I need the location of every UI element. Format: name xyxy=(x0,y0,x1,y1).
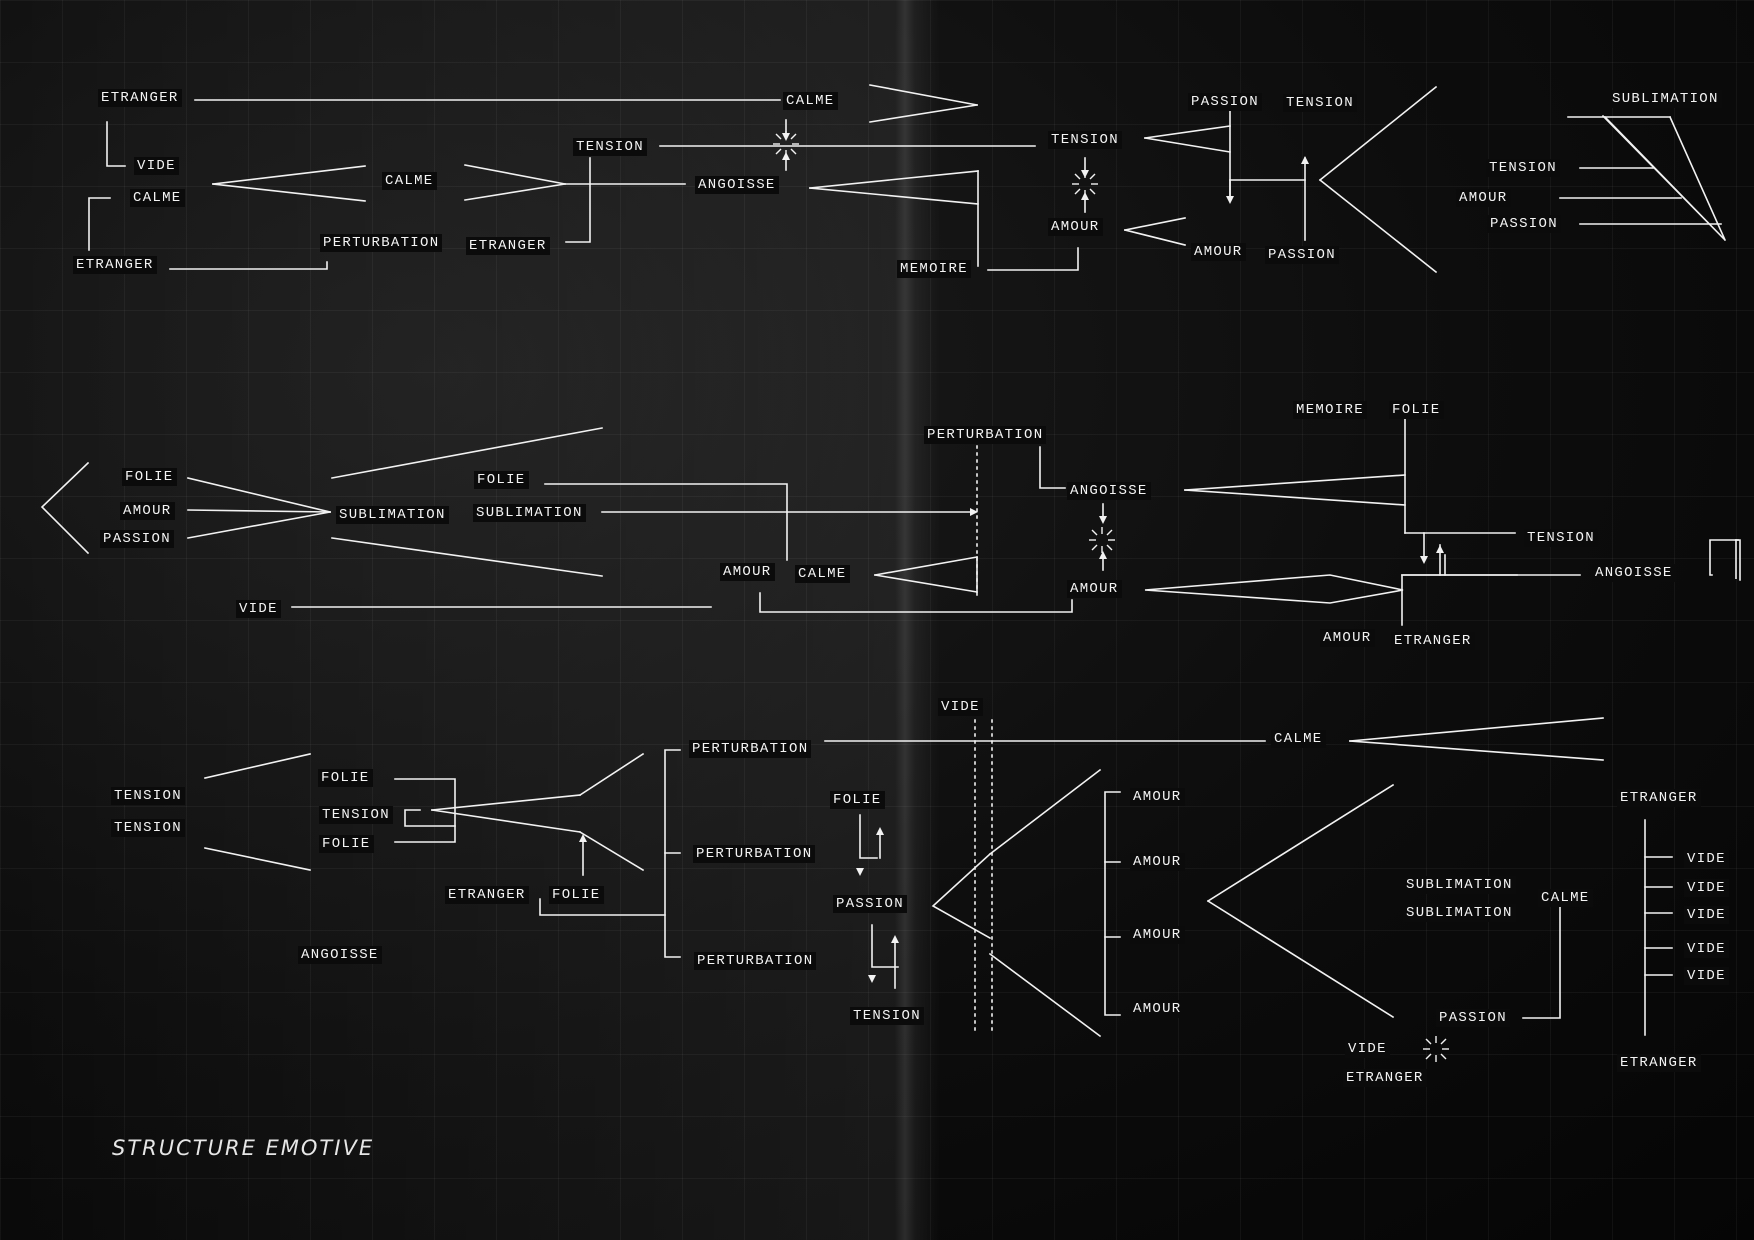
node-label: PERTURBATION xyxy=(693,845,816,863)
node-label: ANGOISSE xyxy=(1067,482,1151,500)
node-label: PASSION xyxy=(1487,215,1561,233)
node-label: VIDE xyxy=(1345,1040,1390,1058)
node-label: CALME xyxy=(382,172,437,190)
node-label: CALME xyxy=(783,92,838,110)
node-label: CALME xyxy=(130,189,185,207)
node-label: CALME xyxy=(1271,730,1326,748)
node-label: CALME xyxy=(795,565,850,583)
node-label: ETRANGER xyxy=(73,256,157,274)
node-label: VIDE xyxy=(938,698,983,716)
node-label: TENSION xyxy=(111,787,185,805)
node-label: PASSION xyxy=(833,895,907,913)
node-label: PERTURBATION xyxy=(694,952,817,970)
node-label: ETRANGER xyxy=(98,89,182,107)
node-label: VIDE xyxy=(1684,967,1729,985)
node-label: ETRANGER xyxy=(1343,1069,1427,1087)
node-label: PERTURBATION xyxy=(689,740,812,758)
node-label: ANGOISSE xyxy=(298,946,382,964)
spark-icon xyxy=(1089,527,1115,553)
node-label: PASSION xyxy=(100,530,174,548)
node-label: FOLIE xyxy=(122,468,177,486)
node-label: AMOUR xyxy=(1320,629,1375,647)
node-label: AMOUR xyxy=(720,563,775,581)
node-label: ETRANGER xyxy=(1617,789,1701,807)
node-label: FOLIE xyxy=(1389,401,1444,419)
node-label: TENSION xyxy=(1486,159,1560,177)
node-label: SUBLIMATION xyxy=(1403,904,1516,922)
node-label: AMOUR xyxy=(1456,189,1511,207)
node-label: ANGOISSE xyxy=(695,176,779,194)
spark-icon xyxy=(773,131,799,157)
node-label: AMOUR xyxy=(1130,926,1185,944)
node-label: AMOUR xyxy=(1130,788,1185,806)
spark-icon xyxy=(1423,1036,1449,1062)
node-label: AMOUR xyxy=(1130,853,1185,871)
node-label: FOLIE xyxy=(549,886,604,904)
node-label: VIDE xyxy=(1684,879,1729,897)
node-label: TENSION xyxy=(111,819,185,837)
node-label: AMOUR xyxy=(120,502,175,520)
node-label: ETRANGER xyxy=(466,237,550,255)
node-label: PERTURBATION xyxy=(320,234,443,252)
node-label: ETRANGER xyxy=(1391,632,1475,650)
node-label: FOLIE xyxy=(318,769,373,787)
node-label: VIDE xyxy=(1684,906,1729,924)
node-label: SUBLIMATION xyxy=(336,506,449,524)
node-label: TENSION xyxy=(850,1007,924,1025)
node-label: MEMOIRE xyxy=(1293,401,1367,419)
node-label: AMOUR xyxy=(1130,1000,1185,1018)
node-label: PASSION xyxy=(1436,1009,1510,1027)
node-label: ETRANGER xyxy=(1617,1054,1701,1072)
node-label: PASSION xyxy=(1188,93,1262,111)
node-label: TENSION xyxy=(319,806,393,824)
node-label: AMOUR xyxy=(1067,580,1122,598)
node-label: PERTURBATION xyxy=(924,426,1047,444)
node-label: SUBLIMATION xyxy=(1609,90,1722,108)
node-label: AMOUR xyxy=(1191,243,1246,261)
node-label: TENSION xyxy=(1283,94,1357,112)
node-label: VIDE xyxy=(134,157,179,175)
node-label: FOLIE xyxy=(474,471,529,489)
node-label: FOLIE xyxy=(319,835,374,853)
handwritten-caption: STRUCTURE EMOTIVE xyxy=(112,1136,375,1160)
node-label: VIDE xyxy=(1684,940,1729,958)
node-label: SUBLIMATION xyxy=(1403,876,1516,894)
node-label: PASSION xyxy=(1265,246,1339,264)
node-label: SUBLIMATION xyxy=(473,504,586,522)
node-label: VIDE xyxy=(1684,850,1729,868)
node-label: VIDE xyxy=(236,600,281,618)
node-label: ETRANGER xyxy=(445,886,529,904)
node-label: TENSION xyxy=(573,138,647,156)
node-label: TENSION xyxy=(1524,529,1598,547)
node-label: FOLIE xyxy=(830,791,885,809)
node-label: MEMOIRE xyxy=(897,260,971,278)
node-label: CALME xyxy=(1538,889,1593,907)
node-label: AMOUR xyxy=(1048,218,1103,236)
spark-icon xyxy=(1072,171,1098,197)
node-label: TENSION xyxy=(1048,131,1122,149)
node-label: ANGOISSE xyxy=(1592,564,1676,582)
